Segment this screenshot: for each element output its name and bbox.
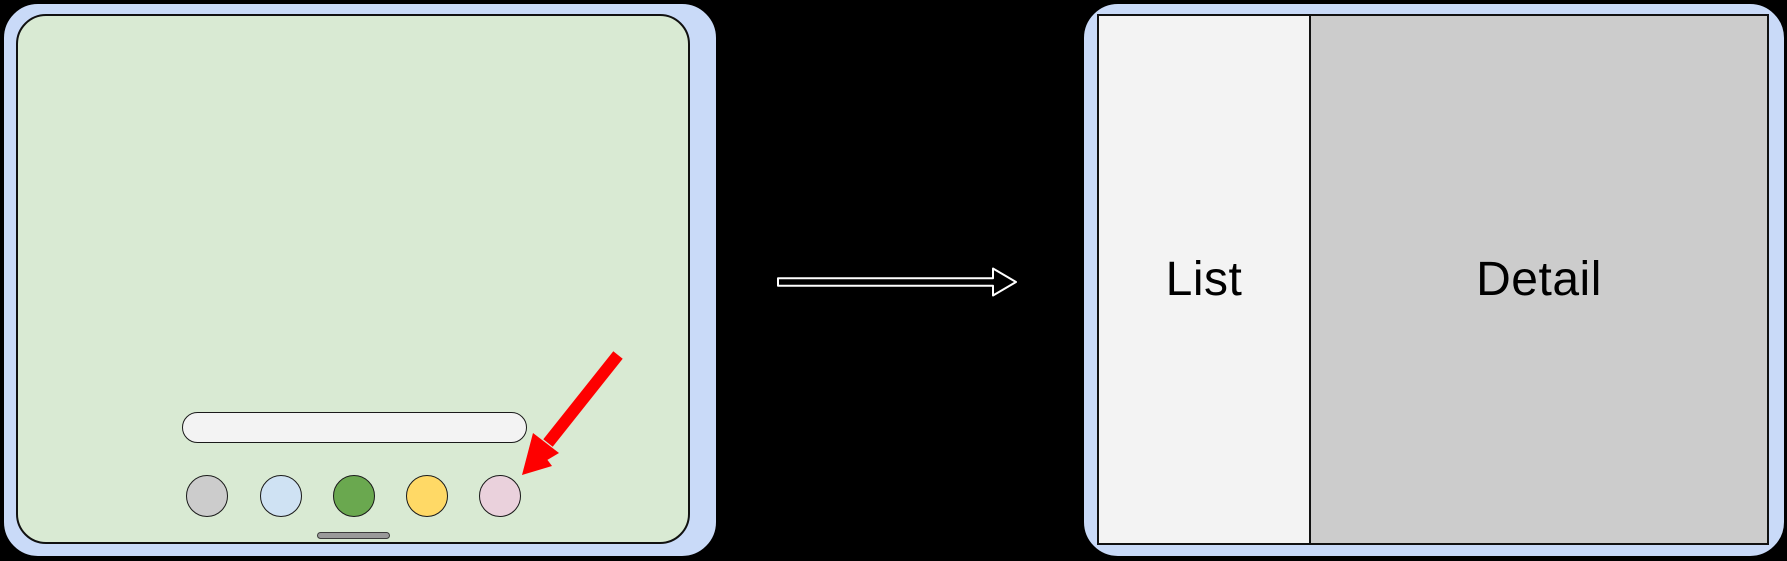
home-indicator: [317, 532, 390, 539]
tablet-before-screen: [16, 14, 690, 544]
list-pane-label: List: [1165, 253, 1243, 306]
tablet-before-frame: [2, 2, 718, 558]
search-pill: [182, 412, 527, 443]
detail-pane: Detail: [1311, 16, 1767, 543]
gray-app-icon: [186, 475, 228, 517]
list-pane: List: [1099, 16, 1311, 543]
green-app-icon: [333, 475, 375, 517]
blue-app-icon: [260, 475, 302, 517]
detail-pane-label: Detail: [1476, 253, 1602, 306]
pink-app-icon: [479, 475, 521, 517]
red-annotation-arrow-icon: [522, 351, 623, 475]
yellow-app-icon: [406, 475, 448, 517]
tablet-after-screen: List Detail: [1097, 14, 1769, 545]
tablet-after-frame: List Detail: [1082, 2, 1786, 558]
transition-arrow-icon: [777, 267, 1017, 297]
